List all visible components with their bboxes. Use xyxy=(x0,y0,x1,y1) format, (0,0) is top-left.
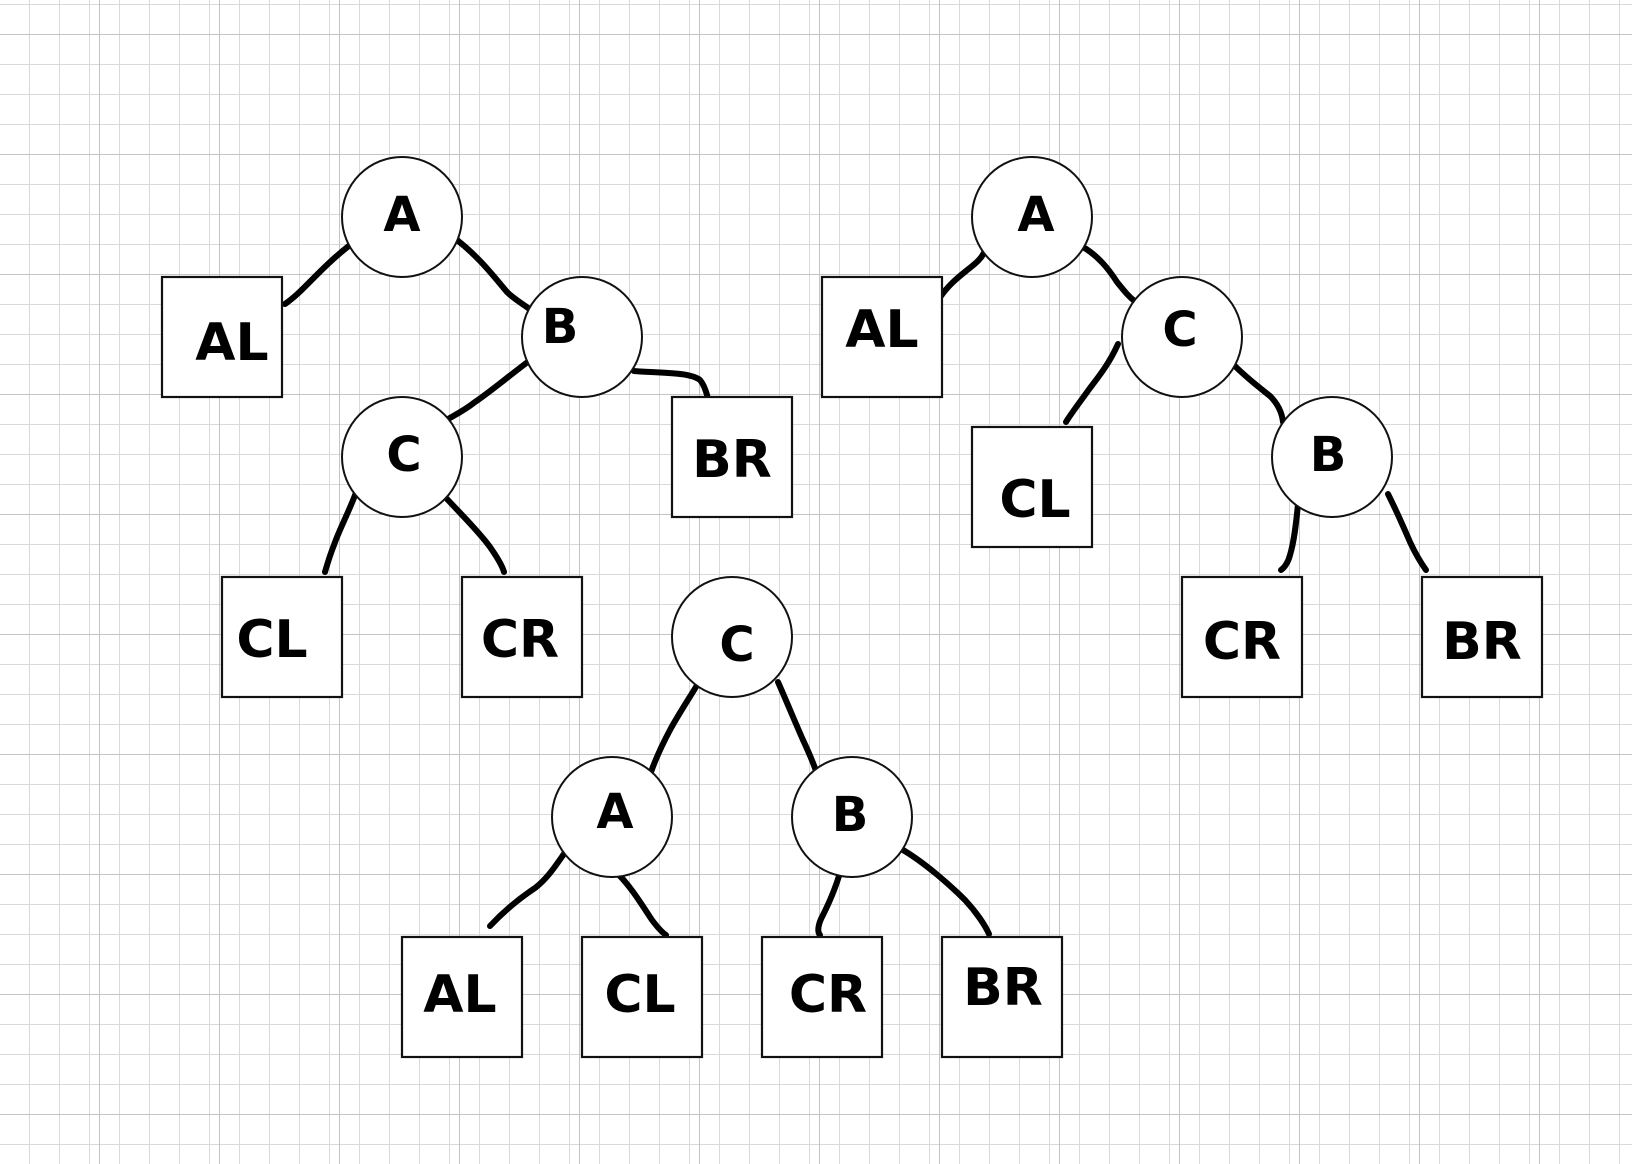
edge-c-cl xyxy=(1063,341,1121,425)
edge-a-al xyxy=(938,245,989,299)
node-label: B xyxy=(542,299,579,355)
tree-1-leaf-br: BR xyxy=(670,395,794,519)
leaf-label: CL xyxy=(999,470,1070,530)
leaf-label: BR xyxy=(692,430,772,490)
tree-3: C A B AL CL CR BR xyxy=(400,576,1064,1059)
tree-2-node-c: C xyxy=(1121,276,1243,398)
tree-2-leaf-br: BR xyxy=(1420,575,1544,699)
tree-3-leaf-al: AL xyxy=(400,935,524,1059)
node-label: B xyxy=(1310,427,1347,483)
node-label: B xyxy=(832,787,869,843)
tree-2-node-b: B xyxy=(1271,396,1393,518)
tree-3-leaf-cl: CL xyxy=(580,935,704,1059)
tree-2: A C B AL CL CR BR xyxy=(820,156,1544,699)
tree-1-leaf-al: AL xyxy=(160,275,284,399)
edge-c-b xyxy=(775,679,821,780)
node-label: A xyxy=(383,187,420,243)
edge-b-br xyxy=(900,847,992,937)
tree-2-leaf-al: AL xyxy=(820,275,944,399)
edge-a-cl xyxy=(612,868,669,938)
edge-a-al xyxy=(282,242,353,307)
leaf-label: CL xyxy=(236,610,307,670)
edge-b-cr xyxy=(1278,501,1301,573)
tree-3-node-b: B xyxy=(791,756,913,878)
node-label: A xyxy=(596,784,633,840)
leaf-label: AL xyxy=(423,965,496,1025)
leaf-label: CR xyxy=(789,965,867,1025)
tree-1: A B C AL BR CL CR xyxy=(160,156,794,699)
leaf-label: CL xyxy=(604,965,675,1025)
edge-a-c xyxy=(1080,244,1139,305)
node-label: C xyxy=(1162,302,1197,358)
leaf-label: BR xyxy=(963,958,1043,1018)
tree-1-node-c: C xyxy=(341,396,463,518)
edge-c-cl xyxy=(322,487,360,575)
leaf-label: CR xyxy=(1203,612,1281,672)
tree-3-node-a: A xyxy=(551,756,673,878)
edge-a-al xyxy=(487,848,569,929)
tree-2-leaf-cr: CR xyxy=(1180,575,1304,699)
edge-b-cr xyxy=(815,873,842,938)
leaf-label: AL xyxy=(195,313,268,373)
edge-c-b xyxy=(1228,359,1286,425)
edge-b-br xyxy=(1385,491,1429,573)
tree-1-leaf-cr: CR xyxy=(460,575,584,699)
tree-1-node-b: B xyxy=(521,276,643,398)
tree-1-leaf-cl: CL xyxy=(220,575,344,699)
tree-2-leaf-cl: CL xyxy=(970,425,1094,549)
tree-3-leaf-cr: CR xyxy=(760,935,884,1059)
node-label: A xyxy=(1017,187,1054,243)
edge-b-br xyxy=(631,368,712,405)
edge-c-cr xyxy=(444,496,507,575)
edge-c-a xyxy=(648,679,702,775)
leaf-label: BR xyxy=(1442,612,1522,672)
edge-b-c xyxy=(445,355,536,422)
tree-3-node-c: C xyxy=(671,576,793,698)
tree-3-leaf-br: BR xyxy=(940,935,1064,1059)
node-label: C xyxy=(386,427,421,483)
edge-a-b xyxy=(454,237,535,314)
leaf-label: CR xyxy=(481,610,559,670)
tree-1-node-a: A xyxy=(341,156,463,278)
node-label: C xyxy=(719,617,754,673)
tree-2-node-a: A xyxy=(971,156,1093,278)
leaf-label: AL xyxy=(845,300,918,360)
